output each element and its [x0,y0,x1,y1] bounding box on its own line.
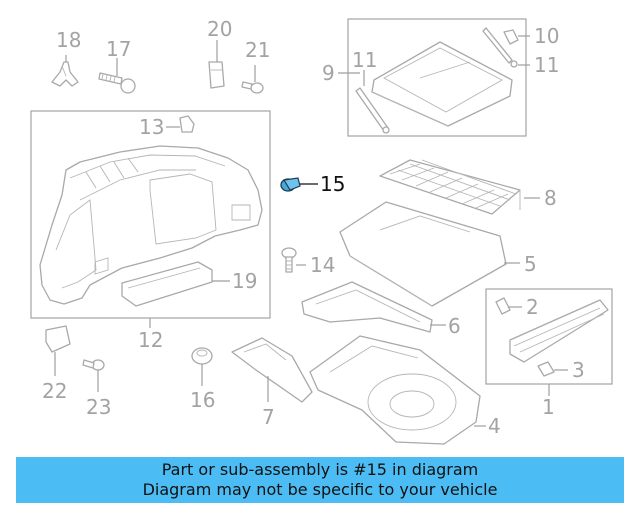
callout-16: 16 [190,388,215,412]
part-2-clip [495,297,511,315]
callout-22: 22 [42,379,67,403]
part-sill-plate [509,299,609,363]
callout-12: 12 [138,328,163,352]
callout-20: 20 [207,17,232,41]
callout-10: 10 [534,24,559,48]
callout-5: 5 [524,252,537,276]
banner-line-1: Part or sub-assembly is #15 in diagram [161,460,479,479]
callout-23: 23 [86,395,111,419]
part-13-clip [179,115,195,133]
part-8-cargo-net [379,159,521,215]
callout-21: 21 [245,38,270,62]
part-9-cover-board [371,41,513,127]
callout-13: 13 [139,115,164,139]
part-21-bolt [241,81,264,94]
part-17-screw [98,72,136,94]
callout-17: 17 [106,37,131,61]
callout-15: 15 [320,172,345,196]
banner-line-2: Diagram may not be specific to your vehi… [142,480,498,499]
parts-diagram: 18 17 20 21 9 11 10 11 13 15 8 14 5 19 2… [30,17,613,445]
callout-9: 9 [322,61,335,85]
part-11-rod-left [355,87,390,134]
part-10-clip [503,29,519,45]
callout-6: 6 [448,314,461,338]
part-18-clip [51,61,79,87]
part-19-panel [121,261,213,307]
part-16-grommet [191,347,213,365]
part-20-bracket [208,61,225,89]
part-12-side-trim [39,145,263,305]
part-7-bracket [231,337,313,403]
info-banner: Part or sub-assembly is #15 in diagram D… [16,457,624,503]
callout-1: 1 [542,395,555,419]
callout-4: 4 [488,414,501,438]
callout-8: 8 [544,186,557,210]
callout-2: 2 [526,295,539,319]
callout-7: 7 [262,405,275,429]
callout-19: 19 [232,269,257,293]
part-22-cover [45,325,71,353]
part-15-clip [280,177,301,192]
part-11-rod-right [482,27,518,68]
part-3-clip [537,361,555,377]
part-6-support [301,281,433,333]
part-5-floor-board [339,201,507,307]
callout-11-right: 11 [534,53,559,77]
callout-11-left: 11 [352,48,377,72]
callout-14: 14 [310,253,335,277]
part-4-spare-tray [309,335,481,445]
part-23-screw [82,359,105,371]
cover-group-box [347,18,527,137]
callout-3: 3 [572,358,585,382]
callout-18: 18 [56,28,81,52]
part-14-screw [281,247,297,273]
